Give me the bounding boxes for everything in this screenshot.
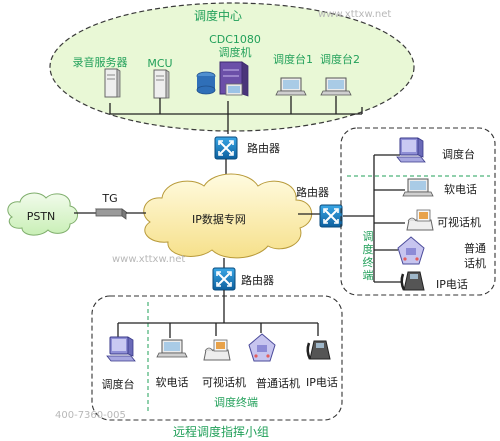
remote-ip-phone-icon bbox=[306, 339, 332, 361]
right-terminal-zone bbox=[340, 127, 496, 296]
router-top-icon bbox=[214, 136, 238, 160]
remote-soft-phone-icon bbox=[156, 339, 188, 358]
right-console-icon bbox=[396, 137, 426, 163]
remote-terminals-label: 调度终端 bbox=[214, 395, 258, 409]
remote-group-title: 远程调度指挥小组 bbox=[173, 424, 269, 439]
router-top-label: 路由器 bbox=[247, 141, 280, 155]
remote-group-zone bbox=[91, 295, 343, 421]
pstn-cloud bbox=[7, 192, 78, 236]
watermark-phone: 400-7360-005 bbox=[55, 410, 126, 421]
remote-bus bbox=[117, 290, 319, 338]
dispatch-center-title: 调度中心 bbox=[194, 8, 242, 23]
remote-ip-phone-label: IP电话 bbox=[306, 376, 338, 389]
remote-normal-phone-icon bbox=[248, 333, 276, 362]
right-terminal-bus bbox=[343, 154, 405, 283]
recording-server-label: 录音服务器 bbox=[73, 55, 128, 69]
recording-server-icon bbox=[104, 68, 121, 98]
right-soft-phone-label: 软电话 bbox=[444, 182, 477, 196]
right-video-phone-icon bbox=[406, 209, 434, 231]
dispatch-switch-icon bbox=[196, 61, 249, 97]
ip-network-label: IP数据专网 bbox=[192, 212, 246, 226]
right-ip-phone-label: IP电话 bbox=[436, 278, 468, 291]
remote-console-label: 调度台 bbox=[102, 377, 135, 391]
center-lan-line bbox=[109, 96, 363, 115]
right-group-char-2: 度 bbox=[363, 242, 374, 256]
console-1-label: 调度台1 bbox=[273, 52, 313, 66]
right-normal-phone-label-2: 话机 bbox=[464, 256, 486, 270]
right-video-phone-label: 可视话机 bbox=[437, 215, 481, 229]
dispatch-switch-name: 调度机 bbox=[219, 45, 252, 59]
right-group-char-1: 调 bbox=[363, 230, 374, 243]
right-group-char-4: 端 bbox=[363, 269, 374, 282]
right-normal-phone-icon bbox=[397, 236, 425, 265]
router-right-icon bbox=[319, 204, 343, 228]
router-bottom-label: 路由器 bbox=[241, 273, 274, 287]
console-1-icon bbox=[275, 77, 307, 96]
watermark-middle: www.xttxw.net bbox=[112, 254, 185, 265]
tg-gateway-icon bbox=[94, 208, 128, 220]
remote-normal-phone-label: 普通话机 bbox=[256, 376, 300, 390]
console-2-icon bbox=[320, 77, 352, 96]
console-2-label: 调度台2 bbox=[320, 52, 360, 66]
watermark-top: www.xttxw.net bbox=[318, 9, 391, 20]
right-soft-phone-icon bbox=[402, 178, 434, 197]
right-normal-phone-label-1: 普通 bbox=[464, 241, 486, 255]
remote-video-phone-icon bbox=[203, 339, 231, 361]
mcu-label: MCU bbox=[147, 57, 172, 70]
mcu-server-icon bbox=[153, 69, 170, 99]
right-console-label: 调度台 bbox=[442, 147, 475, 161]
remote-video-phone-label: 可视话机 bbox=[202, 375, 246, 389]
remote-console-icon bbox=[106, 336, 136, 362]
remote-soft-phone-label: 软电话 bbox=[156, 375, 189, 389]
router-bottom-icon bbox=[212, 267, 236, 291]
router-right-label: 路由器 bbox=[296, 185, 329, 199]
right-ip-phone-icon bbox=[400, 270, 426, 292]
pstn-label: PSTN bbox=[27, 210, 56, 223]
dispatch-switch-model: CDC1080 bbox=[209, 33, 261, 46]
tg-label: TG bbox=[101, 192, 117, 205]
right-group-char-3: 终 bbox=[363, 255, 374, 269]
